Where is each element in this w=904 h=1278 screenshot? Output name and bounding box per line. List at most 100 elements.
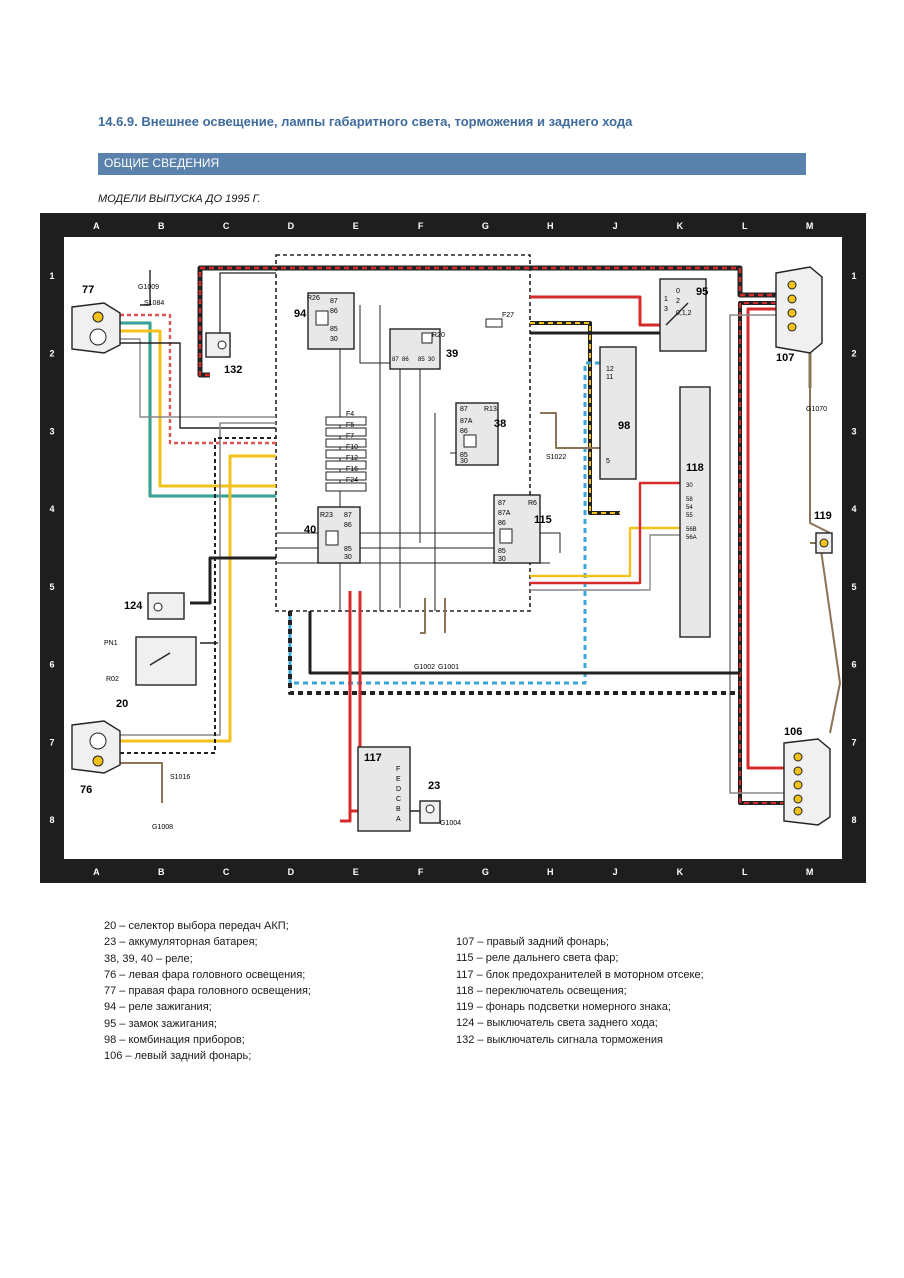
grid-col-bottom-G: G [482, 867, 489, 877]
grid-col-top-D: D [288, 221, 295, 231]
grid-row-right-8: 8 [851, 815, 856, 825]
fuse-f7: F7 [346, 433, 354, 440]
grid-row-left-5: 5 [49, 582, 54, 592]
grid-row-right-3: 3 [851, 426, 856, 436]
selector-pn1: PN1 [104, 640, 118, 647]
label-77: 77 [82, 284, 94, 296]
label-107: 107 [776, 352, 794, 364]
relay-39-t87: 87 [392, 357, 399, 363]
fuse-f4: F4 [346, 411, 354, 418]
fusebox-d: D [396, 786, 401, 793]
ign-3: 3 [664, 306, 668, 313]
grid-col-top-G: G [482, 221, 489, 231]
component-40: R23 87 86 85 30 40 [304, 506, 361, 564]
fusebox-a: A [396, 816, 401, 823]
ign-012: 0,1,2 [676, 310, 692, 317]
legend-item: 95 – замок зажигания; [104, 1017, 217, 1030]
ground-g1001: G1001 [438, 664, 459, 671]
label-38: 38 [494, 418, 506, 430]
relay-115-t87: 87 [498, 500, 506, 507]
relay-38-t87: 87 [460, 406, 468, 413]
grid-row-left-6: 6 [49, 660, 54, 670]
relay-94-r26: R26 [307, 295, 320, 302]
cluster-pin-12: 12 [606, 366, 614, 373]
component-20: PN1 R02 20 [104, 636, 197, 710]
component-23: 23 [419, 780, 441, 824]
label-132: 132 [224, 364, 242, 376]
ign-1: 1 [664, 296, 668, 303]
relay-40-t85: 85 [344, 546, 352, 553]
relay-115-t85: 85 [498, 548, 506, 555]
relay-94-t87: 87 [330, 298, 338, 305]
legend-item: 94 – реле зажигания; [104, 1001, 212, 1014]
fusebox-f: F [396, 766, 400, 773]
component-115: 87 R6 87A 86 85 30 115 [493, 494, 552, 564]
fuse-f16: F16 [346, 466, 358, 473]
ign-0: 0 [676, 288, 680, 295]
fusebox-b: B [396, 806, 401, 813]
label-106: 106 [784, 726, 802, 738]
grid-row-right-6: 6 [851, 660, 856, 670]
grid-col-top-E: E [353, 221, 359, 231]
page-title: 14.6.9. Внешнее освещение, лампы габарит… [98, 114, 633, 129]
component-118: 118 30 58 54 55 56B 56A [679, 386, 711, 638]
label-95: 95 [696, 286, 708, 298]
relay-39-r20: R20 [432, 332, 445, 339]
splice-s1084: S1084 [144, 300, 164, 307]
relay-40-t87: 87 [344, 512, 352, 519]
fuse-f27: F27 [502, 312, 514, 319]
section-header: ОБЩИЕ СВЕДЕНИЯ [98, 153, 806, 175]
relay-94-t86: 86 [330, 308, 338, 315]
grid-col-bottom-L: L [742, 867, 748, 877]
ground-g1004: G1004 [440, 820, 461, 827]
legend-item: 23 – аккумуляторная батарея; [104, 936, 258, 949]
component-98: 12 11 5 98 [599, 346, 637, 480]
splice-s1022: S1022 [546, 454, 566, 461]
wires [120, 265, 841, 823]
switch-pin-56b: 56B [686, 527, 697, 533]
grid-row-right-7: 7 [851, 737, 856, 747]
grid-col-top-J: J [613, 221, 618, 231]
component-95: 0 1 2 3 0,1,2 95 [659, 278, 708, 352]
ground-g1009: G1009 [138, 284, 159, 291]
component-94: R26 87 86 85 30 94 [294, 292, 355, 350]
legend-item: 119 – фонарь подсветки номерного знака; [456, 1001, 671, 1014]
component-107: 107 [775, 266, 823, 364]
component-119: 119 [814, 510, 833, 554]
diagram-subtitle: МОДЕЛИ ВЫПУСКА ДО 1995 Г. [98, 193, 261, 205]
fuse-f12: F12 [346, 455, 358, 462]
grid-col-top-H: H [547, 221, 554, 231]
grid-col-bottom-C: C [223, 867, 230, 877]
legend-item: 124 – выключатель света заднего хода; [456, 1017, 658, 1030]
grid-row-left-3: 3 [49, 426, 54, 436]
grid-col-top-F: F [418, 221, 424, 231]
relay-39-t85: 85 [418, 357, 425, 363]
grid-col-bottom-J: J [613, 867, 618, 877]
central-junction-dashed [275, 254, 531, 612]
grid-row-right-5: 5 [851, 582, 856, 592]
relay-38-t30: 30 [460, 458, 468, 465]
grid-col-top-B: B [158, 221, 165, 231]
grid-col-bottom-E: E [353, 867, 359, 877]
relay-38-t87a: 87A [460, 418, 473, 425]
legend-item: 115 – реле дальнего света фар; [456, 952, 619, 965]
relay-38-t85: 85 [460, 452, 468, 459]
component-106: 106 [783, 726, 831, 826]
switch-pin-55: 55 [686, 513, 693, 519]
label-76: 76 [80, 784, 92, 796]
label-40: 40 [304, 524, 316, 536]
legend-item: 132 – выключатель сигнала торможения [456, 1033, 663, 1046]
grid-col-top-K: K [677, 221, 684, 231]
label-118: 118 [686, 462, 704, 474]
grid-col-bottom-A: A [93, 867, 100, 877]
grid-col-top-M: M [806, 221, 814, 231]
grid-col-bottom-F: F [418, 867, 424, 877]
label-124: 124 [124, 600, 143, 612]
label-119: 119 [814, 510, 832, 522]
relay-115-t86: 86 [498, 520, 506, 527]
ground-g1008: G1008 [152, 824, 173, 831]
ground-labels: G1009 G1070 G1002 G1001 G1008 G1004 S108… [138, 284, 827, 831]
relay-40-t86: 86 [344, 522, 352, 529]
label-39: 39 [446, 348, 458, 360]
